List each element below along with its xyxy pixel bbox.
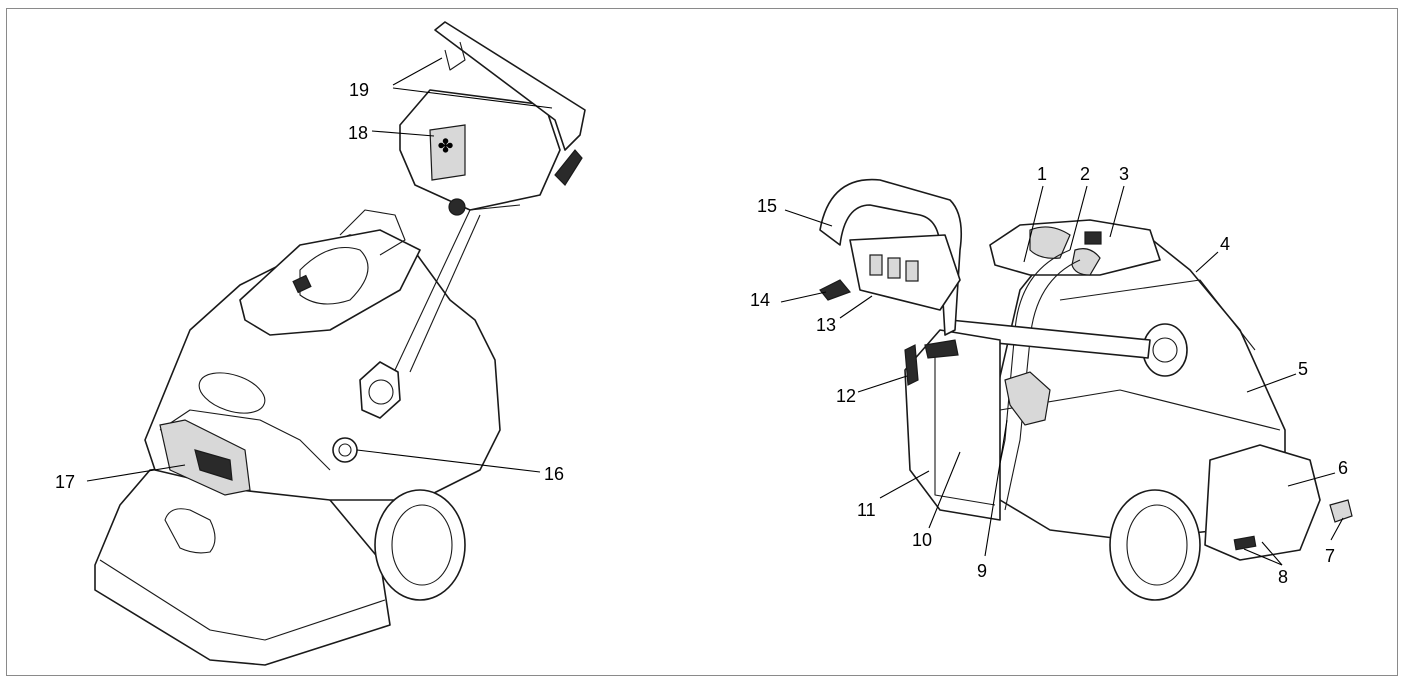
leader-6: [1287, 472, 1336, 487]
leader-19b: [392, 87, 553, 109]
callout-19: 19: [349, 80, 369, 100]
callout-6: 6: [1338, 458, 1348, 478]
callout-17: 17: [55, 472, 75, 492]
leader-18: [371, 130, 435, 137]
callout-7: 7: [1325, 546, 1335, 566]
callout-12: 12: [836, 386, 856, 406]
callout-8: 8: [1278, 567, 1288, 587]
callout-labels: 19 18 17 16 1 2 3 4 5 6 7 8 9 10 11 12 1…: [55, 80, 1348, 587]
leader-19a: [392, 57, 443, 86]
leader-5: [1246, 373, 1297, 393]
leader-13: [839, 295, 873, 319]
leader-lines: [86, 57, 1344, 566]
leader-10: [928, 451, 961, 529]
leader-9: [984, 419, 1008, 557]
leader-3: [1109, 185, 1125, 238]
callout-5: 5: [1298, 359, 1308, 379]
callout-14: 14: [750, 290, 770, 310]
leader-4: [1195, 251, 1219, 273]
callout-3: 3: [1119, 164, 1129, 184]
callout-1: 1: [1037, 164, 1047, 184]
leader-12: [857, 375, 908, 393]
leader-8a: [1261, 541, 1283, 566]
leader-16: [356, 449, 541, 473]
callout-10: 10: [912, 530, 932, 550]
callout-9: 9: [977, 561, 987, 581]
rear-view-machine: [819, 178, 1353, 601]
callout-2: 2: [1080, 164, 1090, 184]
callout-18: 18: [348, 123, 368, 143]
leader-8b: [1243, 548, 1283, 566]
leader-15: [784, 209, 833, 227]
callout-11: 11: [857, 500, 876, 520]
leader-1: [1023, 185, 1044, 263]
leader-14: [780, 291, 827, 303]
leader-17: [86, 464, 186, 482]
callout-16: 16: [544, 464, 564, 484]
callout-15: 15: [757, 196, 777, 216]
front-view-machine: ✤: [94, 21, 586, 666]
leader-7: [1330, 517, 1344, 541]
leader-11: [879, 470, 930, 499]
leader-2: [1069, 185, 1088, 251]
callout-13: 13: [816, 315, 836, 335]
callout-4: 4: [1220, 234, 1230, 254]
panel-symbol: ✤: [438, 136, 453, 156]
